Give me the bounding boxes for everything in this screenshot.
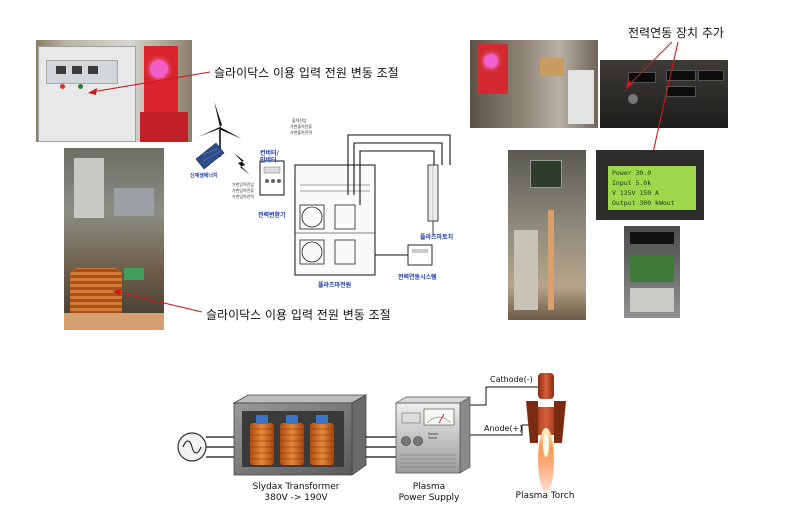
top-note-1: 출력전압	[292, 118, 307, 123]
callout-right-label: 전력연동 장치 추가	[628, 26, 724, 40]
plasma-system-diagram	[177, 373, 566, 492]
transformer-label-line1: Slydax Transformer	[252, 482, 340, 492]
solar-panel-icon	[195, 142, 225, 170]
side-note-3: 가변입력전력	[232, 194, 255, 199]
top-note-2: 가변출력전류	[290, 124, 313, 129]
power-supply-panel-text: Power Torch	[428, 432, 439, 440]
lcd-line-3: V 125V 150 A	[612, 189, 659, 197]
plasma-torch-icon	[526, 373, 566, 492]
callout-upper-label: 슬라이닥스 이용 입력 전원 변동 조절	[214, 66, 399, 80]
lcd-line-1: Power 30.0	[612, 169, 652, 177]
side-note-1: 가변입력전압	[232, 182, 255, 187]
lightning-icon	[234, 153, 250, 175]
lcd-line-4: Output 300 kWout	[612, 199, 675, 207]
converter-label: 컨버터/ 인버터	[260, 150, 279, 164]
anode-label: Anode(+)	[484, 424, 523, 433]
power-supply-label-line2: Power Supply	[398, 493, 460, 503]
control-panel-photo	[600, 60, 728, 128]
transformer-coils	[250, 415, 334, 465]
lcd-line-2: Input 5.0k	[612, 179, 652, 187]
lcd-display: Power 30.0 Input 5.0k V 125V 150 A Outpu…	[606, 164, 698, 212]
cabinet-photo	[36, 40, 192, 142]
system-schematic	[195, 101, 451, 276]
side-note-2: 가변입력전류	[232, 188, 255, 193]
power-supply-label-line1: Plasma	[412, 482, 446, 492]
lab-photo-right-3	[624, 226, 680, 318]
lab-photo-right-2	[508, 150, 586, 320]
power-supply-label: Plasma Power Supply	[394, 482, 464, 504]
transformer-label-line2: 380V -> 190V	[264, 493, 328, 503]
torch-label: 플라즈마토치	[420, 234, 454, 241]
ac-source-icon	[177, 432, 207, 462]
power-supply-label: 플라즈마전원	[318, 282, 352, 289]
transformer-label: Slydax Transformer 380V -> 190V	[248, 482, 344, 504]
lab-photo-right-1	[470, 40, 598, 128]
link-system-label: 전력연동시스템	[398, 274, 437, 281]
solar-label: 신재생에너지	[190, 173, 218, 179]
cathode-label: Cathode(-)	[490, 375, 533, 384]
top-note-3: 가변출력전력	[290, 130, 313, 135]
callout-lower-label: 슬라이닥스 이용 입력 전원 변동 조절	[206, 308, 391, 322]
lcd-photo: Power 30.0 Input 5.0k V 125V 150 A Outpu…	[596, 150, 704, 220]
torch-label: Plasma Torch	[515, 491, 575, 501]
lab-photo-left	[64, 148, 164, 330]
transformer-label: 전력변환기	[258, 212, 286, 219]
